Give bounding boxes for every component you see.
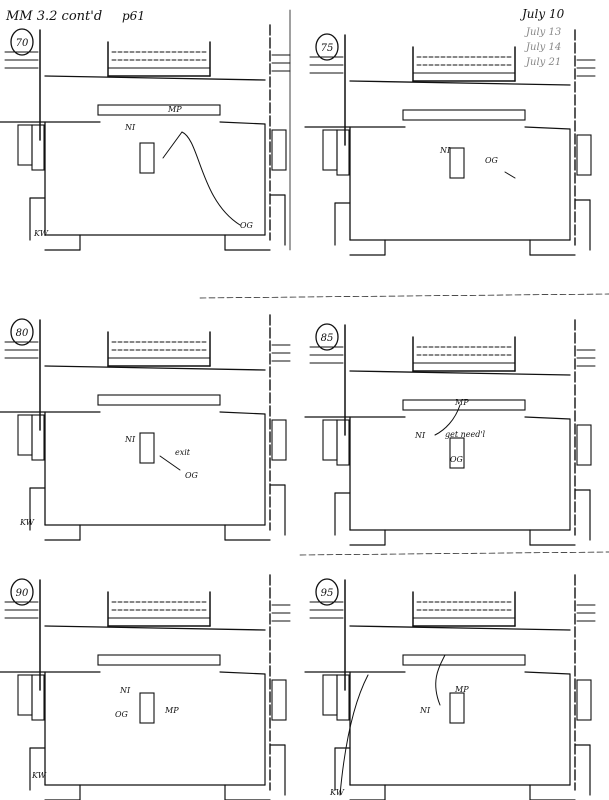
actor-mark-ni xyxy=(139,142,155,174)
annotation-kw: KW xyxy=(31,771,47,780)
frame-number-circle xyxy=(10,28,34,56)
door-left-2 xyxy=(31,674,45,721)
movement-arrow xyxy=(435,654,446,706)
door-right xyxy=(271,679,287,721)
annotation-og: OG xyxy=(450,455,464,464)
door-right xyxy=(576,134,592,176)
door-left-2 xyxy=(31,124,45,171)
back-wall xyxy=(349,80,571,86)
date-3: July 14 xyxy=(524,42,561,53)
date-1: July 10 xyxy=(519,7,565,21)
date-2: July 13 xyxy=(524,27,561,38)
frame-number-circle xyxy=(315,33,339,61)
door-left xyxy=(17,124,33,166)
frame-number-circle xyxy=(315,323,339,351)
page-number: p61 xyxy=(122,9,145,23)
annotation-kw: KW xyxy=(329,788,345,797)
set-line xyxy=(219,411,266,415)
actor-mark-ni xyxy=(449,692,465,724)
set-line xyxy=(219,121,266,125)
annotation-ni: NI xyxy=(124,123,136,132)
actor-mark-ni xyxy=(449,147,465,179)
stage-platform xyxy=(97,394,221,406)
back-wall xyxy=(44,365,266,371)
annotation-ni: NI xyxy=(439,146,451,155)
annotation-og: OG xyxy=(485,156,499,165)
frame-number: 70 xyxy=(16,38,29,49)
annotation-exit: exit xyxy=(175,448,191,457)
annotation-mp: MP xyxy=(164,706,179,715)
door-right xyxy=(576,424,592,466)
row-divider-1 xyxy=(199,293,609,299)
set-line xyxy=(219,671,266,675)
movement-arrow xyxy=(339,674,369,796)
annotation-og: OG xyxy=(240,221,254,230)
frame-number-circle xyxy=(315,578,339,606)
frame-number: 90 xyxy=(16,588,29,599)
set-line xyxy=(524,416,571,420)
door-left-2 xyxy=(31,414,45,461)
door-left-2 xyxy=(336,674,350,721)
annotation-kw: KW xyxy=(19,518,35,527)
movement-arrow xyxy=(159,455,181,471)
stage-platform xyxy=(402,399,526,411)
door-left-2 xyxy=(336,419,350,466)
annotation-ni: NI xyxy=(124,435,136,444)
stage-platform xyxy=(97,104,221,116)
annotation-getneedl: get need'l xyxy=(445,430,486,439)
set-line xyxy=(524,671,571,675)
annotation-kw: KW xyxy=(33,229,49,238)
door-left-2 xyxy=(336,129,350,176)
door-left xyxy=(322,419,338,461)
door-left xyxy=(322,674,338,716)
back-wall xyxy=(349,370,571,376)
frame-number: 95 xyxy=(321,588,334,599)
annotation-og: OG xyxy=(185,471,199,480)
door-left xyxy=(17,674,33,716)
movement-arrow xyxy=(162,131,241,226)
frame-number-circle xyxy=(10,318,34,346)
frame-number: 85 xyxy=(321,333,334,344)
stage-platform xyxy=(97,654,221,666)
row-divider-2 xyxy=(299,551,609,556)
frame-number: 80 xyxy=(16,328,29,339)
actor-mark-ni xyxy=(449,437,465,469)
door-left xyxy=(322,129,338,171)
frame-number: 75 xyxy=(321,43,334,54)
annotation-mp: MP xyxy=(454,398,469,407)
annotation-ni: NI xyxy=(419,706,431,715)
stage-platform xyxy=(402,109,526,121)
movement-arrow xyxy=(504,171,516,179)
door-right xyxy=(576,679,592,721)
stage-platform xyxy=(402,654,526,666)
door-right xyxy=(271,419,287,461)
movement-arrow xyxy=(434,404,461,436)
frame-number-circle xyxy=(10,578,34,606)
back-wall xyxy=(44,75,266,81)
back-wall xyxy=(349,625,571,631)
set-line xyxy=(524,126,571,130)
page-title: MM 3.2 cont'd xyxy=(5,9,102,24)
annotation-mp: MP xyxy=(454,685,469,694)
back-wall xyxy=(44,625,266,631)
annotation-mp: MP xyxy=(167,105,182,114)
annotation-ni: NI xyxy=(414,431,426,440)
actor-mark-ni xyxy=(139,692,155,724)
annotation-og: OG xyxy=(115,710,129,719)
door-right xyxy=(271,129,287,171)
actor-mark-ni xyxy=(139,432,155,464)
annotation-ni: NI xyxy=(119,686,131,695)
door-left xyxy=(17,414,33,456)
date-4: July 21 xyxy=(524,57,561,68)
